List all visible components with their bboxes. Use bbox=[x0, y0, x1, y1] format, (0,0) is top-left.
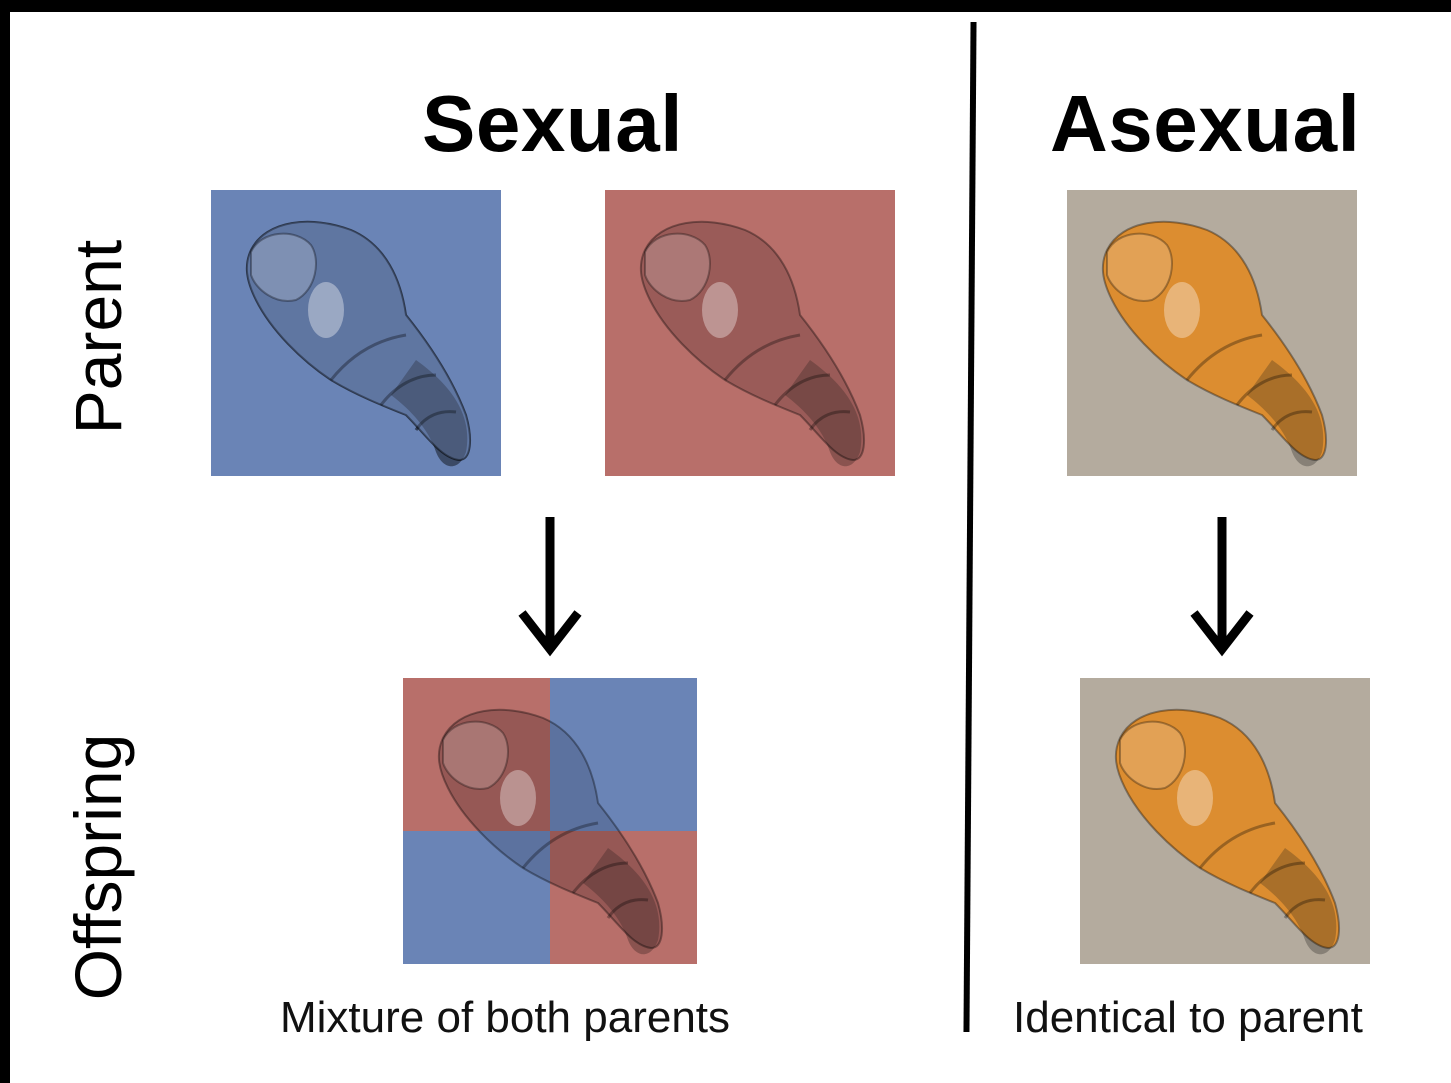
red-parent-snail-image bbox=[605, 190, 895, 476]
sexual-heading: Sexual bbox=[422, 84, 683, 164]
red-snail-shell-icon bbox=[605, 190, 895, 476]
diagram-canvas: Sexual Asexual Parent Offspring bbox=[10, 12, 1451, 1083]
asexual-parent-snail-image bbox=[1067, 190, 1357, 476]
blue-parent-snail-image bbox=[211, 190, 501, 476]
blue-snail-shell-icon bbox=[211, 190, 501, 476]
down-arrow-icon bbox=[518, 517, 582, 657]
checkered-red-blue-snail-shell-icon bbox=[403, 678, 697, 964]
offspring-row-label: Offspring bbox=[65, 722, 135, 1012]
orange-snail-shell-icon bbox=[1080, 678, 1370, 964]
down-arrow-icon bbox=[1190, 517, 1254, 657]
parent-row-label: Parent bbox=[65, 237, 135, 437]
asexual-offspring-snail-image bbox=[1080, 678, 1370, 964]
sexual-offspring-snail-image bbox=[403, 678, 697, 964]
orange-snail-shell-icon bbox=[1067, 190, 1357, 476]
asexual-caption: Identical to parent bbox=[1013, 996, 1363, 1040]
asexual-heading: Asexual bbox=[1050, 84, 1360, 164]
column-divider bbox=[963, 22, 976, 1032]
sexual-caption: Mixture of both parents bbox=[280, 996, 730, 1040]
